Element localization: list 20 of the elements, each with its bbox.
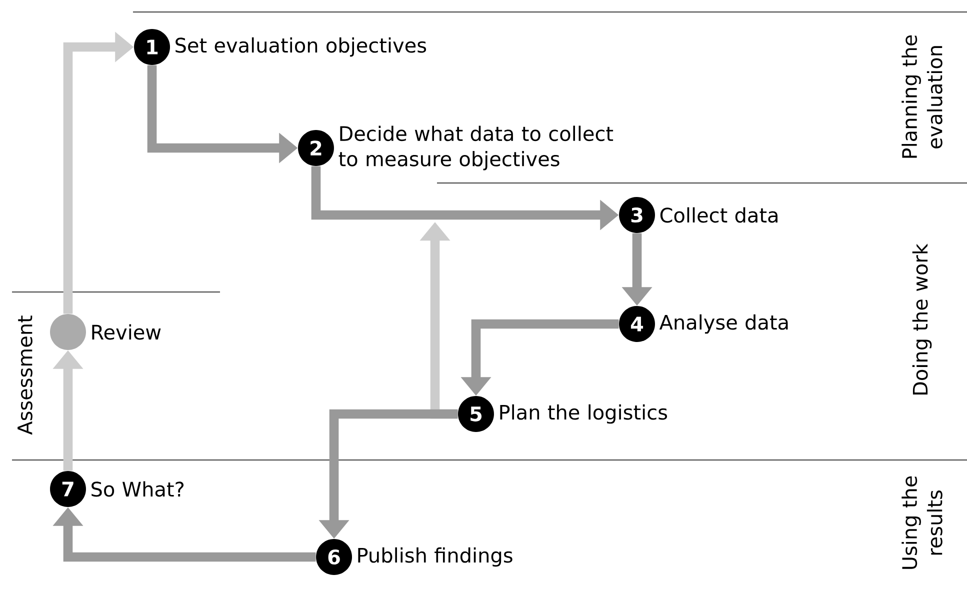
review-circle (50, 314, 86, 350)
step-number: 4 (619, 306, 655, 342)
step-number: 2 (298, 130, 334, 166)
step-label: Set evaluation objectives (176, 37, 426, 57)
step-number: 1 (134, 29, 170, 65)
step-label: Collect data (660, 207, 778, 223)
step-number: 7 (50, 471, 86, 507)
step-label: Plan the logistics (500, 404, 667, 424)
step-number: 6 (316, 539, 352, 575)
step-label: Decide what data to collect to measure objectives (338, 126, 614, 170)
step-number: 5 (458, 396, 494, 432)
step-label: Publish findings (358, 547, 512, 567)
step-label: Analyse data (659, 314, 788, 334)
section-label: Assessment (18, 316, 32, 435)
step-number: 3 (619, 197, 655, 233)
section-label: Using the results (902, 476, 942, 569)
step-label: So What? (92, 481, 184, 497)
section-label: Doing the work (912, 244, 932, 394)
section-label: Planning the evaluation (902, 35, 942, 158)
step-label: Review (92, 324, 161, 340)
